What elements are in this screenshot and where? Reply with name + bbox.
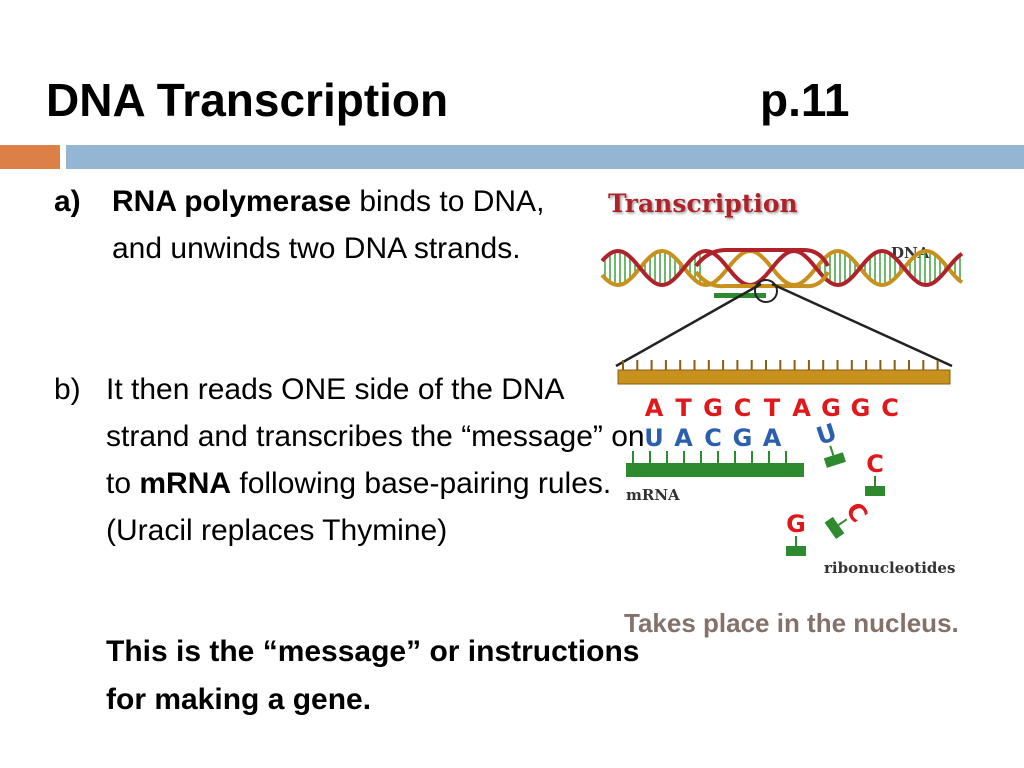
point-a-text: RNA polymerase binds to DNA, and unwinds… (112, 178, 552, 272)
mrna-strand (626, 463, 804, 477)
zoom-line-left (615, 282, 762, 368)
ribonucleotide: C (824, 497, 873, 539)
template-tick (679, 360, 682, 370)
ribonucleotides-label: ribonucleotides (824, 559, 955, 577)
template-tick (822, 360, 825, 370)
template-tick (893, 360, 896, 370)
mrna-base: A (674, 424, 693, 452)
template-base: A (792, 394, 811, 422)
template-base: C (734, 394, 752, 422)
mrna-label: mRNA (626, 486, 680, 504)
mrna-tick (632, 451, 634, 463)
template-tick (622, 360, 624, 370)
ribonucleotide-block (824, 516, 845, 539)
ribonucleotide-stem (829, 445, 835, 456)
mrna-tick (717, 451, 719, 463)
template-tick (836, 360, 839, 370)
point-a-body: binds to DNA, and unwinds two DNA strand… (112, 185, 545, 265)
ribonucleotide-base: G (786, 510, 806, 538)
template-base: T (764, 394, 781, 422)
ribonucleotide: U (813, 418, 846, 468)
template-tick (850, 360, 853, 370)
point-b-body-1: It then reads ONE side of the DNA strand… (106, 373, 645, 500)
template-tick (908, 360, 910, 370)
mrna-tick (734, 451, 736, 463)
template-base: C (881, 394, 899, 422)
mrna-base: U (644, 424, 664, 452)
template-tick (636, 360, 639, 370)
diagram-title: Transcription (608, 189, 798, 218)
ribonucleotide-base: U (813, 418, 840, 451)
ribonucleotide-stem (874, 476, 876, 486)
dna-helix (600, 248, 964, 298)
zoom-circle (754, 279, 778, 303)
template-tick (765, 360, 767, 370)
mrna-term: mRNA (139, 467, 232, 500)
ribonucleotide-base: C (840, 497, 873, 527)
template-tick (650, 360, 653, 370)
mrna-tick (768, 451, 770, 463)
mrna-tick (785, 451, 787, 463)
template-tick (707, 360, 710, 370)
ribonucleotide-stem (795, 536, 797, 546)
template-tick (779, 360, 782, 370)
dna-strand-1 (600, 248, 964, 288)
point-b-marker: b) (54, 373, 81, 406)
ribonucleotide-block (786, 546, 806, 556)
point-a-marker: a) (54, 185, 81, 218)
accent-bar-orange (0, 145, 60, 169)
template-tick (922, 360, 925, 370)
template-base: G (851, 394, 871, 422)
zoom-line-right (771, 282, 953, 368)
ribonucleotide-block (865, 486, 885, 496)
template-base: T (675, 394, 692, 422)
template-ticks (622, 360, 939, 370)
unwound-strand-upper (694, 248, 830, 268)
template-base: G (821, 394, 841, 422)
mrna-tick (649, 451, 651, 463)
unwound-strand-lower (694, 270, 830, 289)
template-tick (807, 360, 810, 370)
caption: Takes place in the nucleus. (624, 608, 959, 638)
template-tick (722, 360, 725, 370)
page-number: p.11 (760, 74, 850, 126)
template-tick (793, 360, 796, 370)
rna-polymerase-term: RNA polymerase (112, 185, 351, 218)
slide-title: DNA Transcription (46, 74, 449, 126)
emphasis-note: This is the “message” or instructions fo… (106, 635, 640, 716)
mrna-base: G (733, 424, 753, 452)
dna-strand-2 (600, 248, 964, 288)
mrna-tick (666, 451, 668, 463)
accent-bar-blue (66, 145, 1024, 169)
mrna-ticks (632, 451, 787, 463)
dna-template-strand (617, 369, 951, 385)
mrna-tick (700, 451, 702, 463)
ribonucleotide-block (823, 452, 846, 468)
template-base: A (645, 394, 664, 422)
template-tick (693, 360, 696, 370)
mrna-tick (751, 451, 753, 463)
template-tick (865, 360, 868, 370)
template-tick (879, 360, 882, 370)
mrna-tick (683, 451, 685, 463)
ribonucleotide: G (786, 510, 806, 556)
template-tick (736, 360, 739, 370)
template-tick (664, 360, 667, 370)
mrna-base: A (763, 424, 782, 452)
point-b-body-2: following base-pairing rules. (Uracil re… (106, 467, 612, 547)
template-base: G (703, 394, 723, 422)
ribonucleotide-stem (837, 518, 848, 526)
template-tick (936, 360, 939, 370)
ribonucleotide-base: C (866, 450, 884, 478)
ribonucleotide: C (865, 450, 885, 496)
template-tick (750, 360, 753, 370)
point-b-text: It then reads ONE side of the DNA strand… (106, 366, 646, 554)
mrna-base: C (704, 424, 722, 452)
